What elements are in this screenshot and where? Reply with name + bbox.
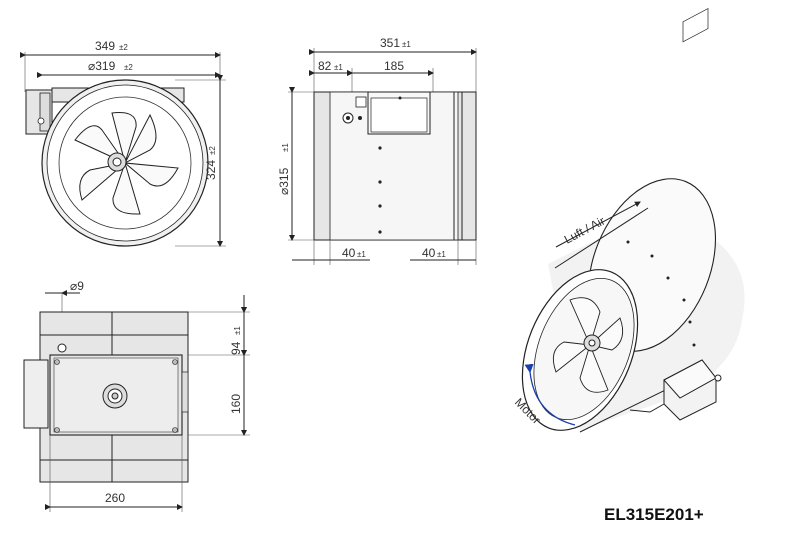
side-view: 351 ±1 82 ±1 185 ⌀315 bbox=[277, 36, 477, 265]
dim-bottom-width: 260 bbox=[105, 491, 125, 505]
dim-side-right-collar-tol: ±1 bbox=[437, 250, 446, 259]
dim-side-offset: 82 bbox=[318, 59, 332, 73]
isometric-view: Luft / Air Motor bbox=[512, 8, 745, 433]
dim-bottom-offset-tol: ±1 bbox=[233, 326, 242, 335]
dim-side-diameter: ⌀315 bbox=[277, 167, 291, 195]
dim-front-width: 349 bbox=[95, 39, 115, 53]
dim-side-left-collar: 40 bbox=[342, 246, 356, 260]
dim-side-offset-tol: ±1 bbox=[334, 63, 343, 72]
front-view: 349 ±2 ⌀319 ±2 324 ±2 bbox=[20, 39, 226, 247]
dim-side-diameter-tol: ±1 bbox=[281, 143, 290, 152]
dim-front-height: 324 bbox=[204, 160, 218, 180]
bottom-view: ⌀9 94 ±1 160 bbox=[23, 279, 250, 512]
model-number: EL315E201+ bbox=[604, 505, 704, 524]
dim-front-width-tol: ±2 bbox=[119, 43, 128, 52]
dim-front-diameter: ⌀319 bbox=[88, 59, 116, 73]
dim-bottom-plate-height: 160 bbox=[229, 394, 243, 414]
dim-side-left-collar-tol: ±1 bbox=[357, 250, 366, 259]
dim-side-box: 185 bbox=[384, 59, 404, 73]
dim-side-length-tol: ±1 bbox=[402, 40, 411, 49]
dim-side-length: 351 bbox=[380, 36, 400, 50]
dim-side-right-collar: 40 bbox=[422, 246, 436, 260]
dim-bottom-hole: ⌀9 bbox=[70, 279, 84, 293]
dim-front-diameter-tol: ±2 bbox=[124, 63, 133, 72]
dim-bottom-offset: 94 bbox=[229, 341, 243, 355]
dim-front-height-tol: ±2 bbox=[208, 146, 217, 155]
